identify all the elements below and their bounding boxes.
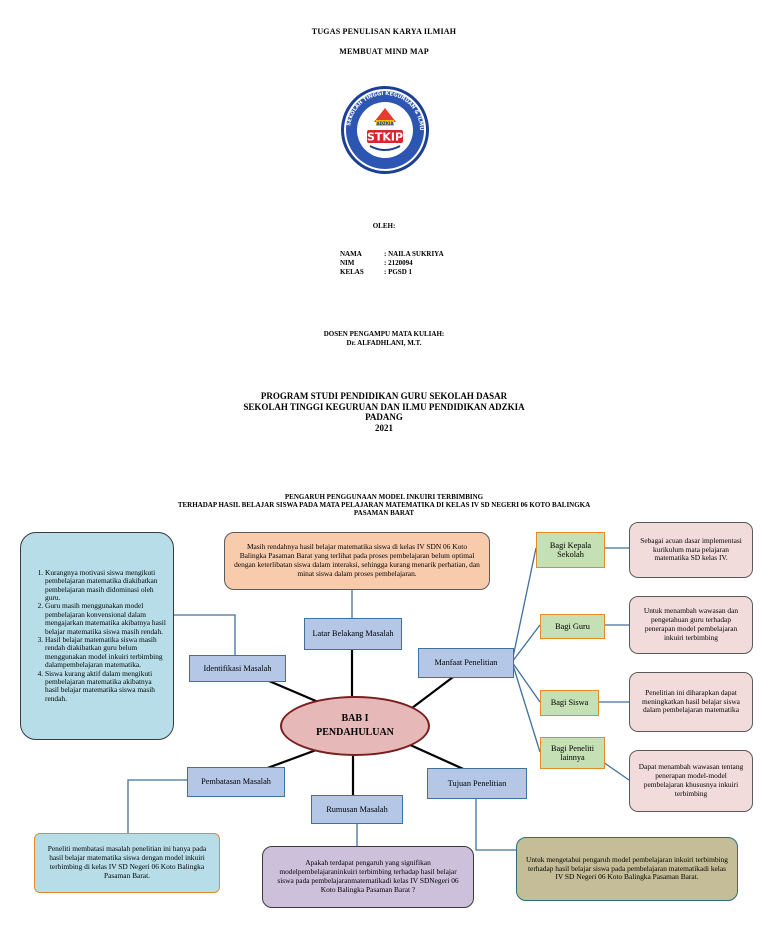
benefit-guru-desc: Untuk menambah wawasan dan pengetahuan g… (629, 596, 753, 654)
identity-row: KELAS : PGSD 1 (340, 268, 444, 277)
benefit-kepala-sekolah: Bagi Kepala Sekolah (536, 532, 605, 568)
central-topic-line: PENDAHULUAN (316, 727, 394, 738)
program-line: PROGRAM STUDI PENDIDIKAN GURU SEKOLAH DA… (260, 391, 508, 401)
identifikasi-list-box: Kurangnya motivasi siswa mengikuti pembe… (20, 532, 174, 740)
latar-belakang-text: Masih rendahnya hasil belajar matematika… (224, 532, 490, 590)
institution-line: SEKOLAH TINGGI KEGURUAN DAN ILMU PENDIDI… (243, 401, 525, 412)
city-line: PADANG (365, 412, 403, 422)
identity-value: : PGSD 1 (384, 268, 412, 276)
identifikasi-item: Hasil belajar matematika siswa masih ren… (45, 635, 167, 670)
year-line: 2021 (375, 422, 393, 433)
node-rumusan: Rumusan Masalah (311, 795, 403, 824)
node-manfaat: Manfaat Penelitian (418, 648, 514, 678)
dosen-block: DOSEN PENGAMPU MATA KULIAH: Dr. ALFADHLA… (0, 330, 768, 347)
pembatasan-text: Peneliti membatasi masalah penelitian in… (34, 833, 220, 893)
mindmap-title-line: PENGARUH PENGGUNAAN MODEL INKUIRI TERBIM… (284, 493, 484, 501)
identity-value: : NAILA SUKRIYA (384, 250, 444, 258)
rumusan-text: Apakah terdapat pengaruh yang signifikan… (262, 846, 474, 908)
identity-block: NAMA : NAILA SUKRIYA NIM : 2120094 KELAS : … (340, 250, 444, 277)
central-topic: BAB I PENDAHULUAN (280, 696, 430, 756)
benefit-guru: Bagi Guru (540, 614, 605, 639)
identity-row: NIM : 2120094 (340, 259, 444, 268)
benefit-peneliti-lain: Bagi Peneliti lainnya (540, 737, 605, 769)
identifikasi-item: Kurangnya motivasi siswa mengikuti pembe… (45, 568, 167, 603)
cover-title: TUGAS PENULISAN KARYA ILMIAH (311, 27, 457, 36)
node-pembatasan: Pembatasan Masalah (187, 767, 285, 797)
mindmap-title: PENGARUH PENGGUNAAN MODEL INKUIRI TERBIM… (0, 493, 768, 517)
logo-inner-text: ADZKIA (377, 121, 395, 126)
stkip-logo: SEKOLAH TINGGI KEGURUAN & ILMU PENDIDIKA… (332, 80, 436, 176)
identifikasi-item: Guru masih menggunakan model pembelajara… (45, 602, 167, 636)
identifikasi-list: Kurangnya motivasi siswa mengikuti pembe… (31, 568, 167, 704)
identity-key: KELAS (340, 268, 364, 276)
oleh-label: OLEH: (372, 222, 396, 230)
dosen-name: Dr. ALFADHLANI, M.T. (346, 338, 422, 347)
benefit-kepala-sekolah-desc: Sebagai acuan dasar implementasi kurikul… (629, 522, 753, 578)
node-identifikasi: Identifikasi Masalah (189, 655, 286, 682)
node-latar-belakang: Latar Belakang Masalah (304, 618, 402, 650)
mindmap-title-line: TERHADAP HASIL BELAJAR SISWA PADA MATA P… (177, 501, 591, 509)
identity-key: NIM (340, 259, 355, 267)
central-topic-line: BAB I (341, 713, 369, 724)
program-block: PROGRAM STUDI PENDIDIKAN GURU SEKOLAH DA… (0, 391, 768, 433)
identifikasi-item: Siswa kurang aktif dalam mengikuti pembe… (45, 669, 167, 704)
tujuan-text: Untuk mengetahui pengaruh model pembelaj… (516, 837, 738, 901)
benefit-siswa: Bagi Siswa (540, 690, 599, 716)
identity-key: NAMA (340, 250, 362, 258)
benefit-siswa-desc: Penelitian ini diharapkan dapat meningka… (629, 672, 753, 732)
cover-subtitle: MEMBUAT MIND MAP (339, 47, 429, 56)
logo-stkip-text: STKIP (367, 131, 403, 144)
dosen-label: DOSEN PENGAMPU MATA KULIAH: (323, 330, 445, 338)
identity-row: NAMA : NAILA SUKRIYA (340, 250, 444, 259)
node-tujuan: Tujuan Penelitian (427, 768, 527, 799)
benefit-peneliti-desc: Dapat menambah wawasan tentang penerapan… (629, 750, 753, 812)
mindmap-title-line: PASAMAN BARAT (353, 509, 415, 517)
identity-value: : 2120094 (384, 259, 413, 267)
